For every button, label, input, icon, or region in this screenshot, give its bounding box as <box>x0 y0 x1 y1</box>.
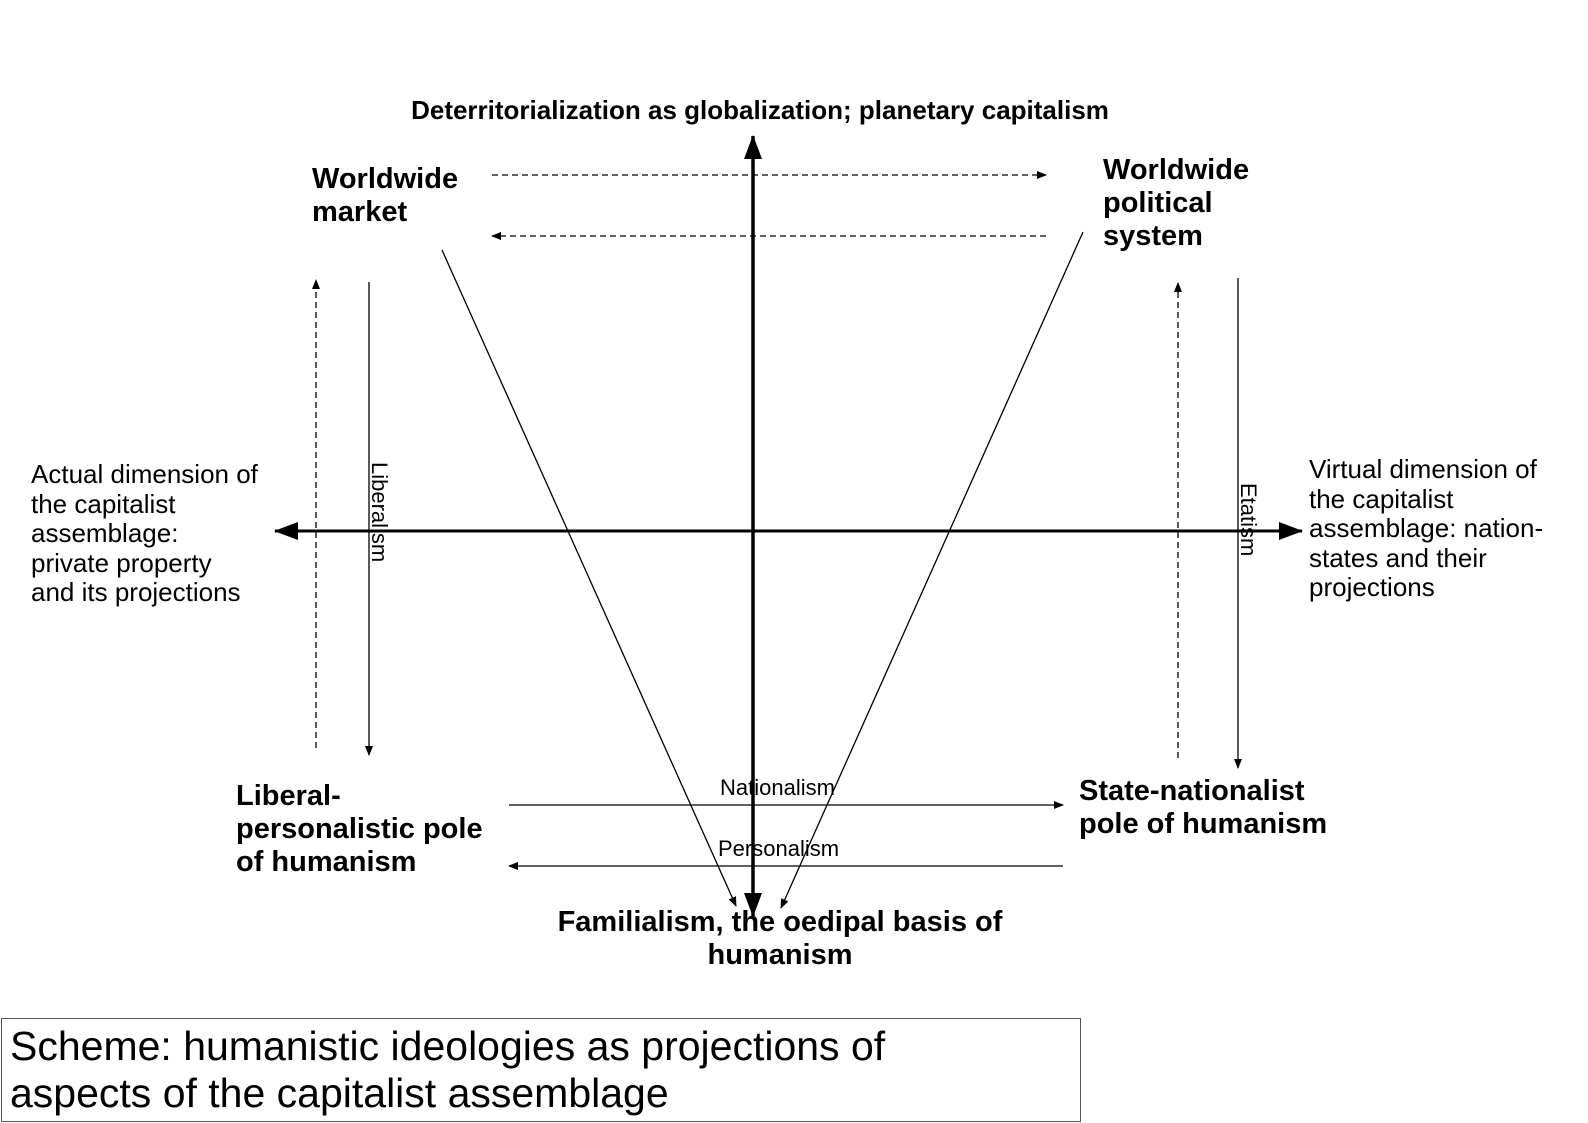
side-line: Virtual dimension of <box>1309 454 1537 484</box>
node-line: Worldwide <box>312 163 459 195</box>
node-line: political <box>1103 187 1213 219</box>
side-line: the capitalist <box>31 488 176 519</box>
node-worldwide-political-system: Worldwide political system <box>1103 154 1303 253</box>
node-line: personalistic pole <box>236 813 483 845</box>
node-state-nationalist-pole: State-nationalist pole of humanism <box>1079 775 1369 841</box>
arrow-label-personalism: Personalism <box>718 836 840 861</box>
side-line: projections <box>1309 572 1435 602</box>
diagonal-arrow-political-to-familialism <box>780 231 1084 909</box>
caption-line: Scheme: humanistic ideologies as project… <box>10 1023 886 1069</box>
arrow-label-nationalism: Nationalism <box>720 775 835 800</box>
caption-line: aspects of the capitalist assemblage <box>10 1070 669 1116</box>
arrow-label-etatism: Etatism <box>1236 483 1261 557</box>
side-line: assemblage: <box>31 518 179 548</box>
node-line: pole of humanism <box>1079 808 1328 840</box>
caption-box: Scheme: humanistic ideologies as project… <box>1 1018 1081 1122</box>
node-liberal-personalistic-pole: Liberal- personalistic pole of humanism <box>236 780 506 879</box>
side-line: states and their <box>1309 542 1487 573</box>
side-line: assemblage: nation- <box>1309 513 1544 543</box>
node-line: Worldwide <box>1103 154 1250 186</box>
node-line: system <box>1103 220 1203 252</box>
diagonal-arrow-market-to-familialism <box>441 249 737 907</box>
side-line: and its projections <box>31 577 241 607</box>
node-worldwide-market: Worldwide market <box>312 163 492 229</box>
caption-text: Scheme: humanistic ideologies as project… <box>10 1023 970 1117</box>
side-line: the capitalist <box>1309 483 1454 514</box>
node-line: of humanism <box>236 846 417 878</box>
arrow-label-liberalism: Liberalism <box>367 462 392 563</box>
label-actual-dimension: Actual dimension of the capitalist assem… <box>31 459 276 608</box>
top-axis-label: Deterritorialization as globalization; p… <box>411 95 1109 125</box>
node-line: State-nationalist <box>1079 775 1305 807</box>
node-line: humanism <box>707 939 853 971</box>
node-line: Familialism, the oedipal basis of <box>557 906 1003 938</box>
node-line: Liberal- <box>236 780 341 812</box>
node-familialism: Familialism, the oedipal basis of humani… <box>530 906 1030 972</box>
label-virtual-dimension: Virtual dimension of the capitalist asse… <box>1309 454 1569 603</box>
side-line: private property <box>31 547 212 578</box>
side-line: Actual dimension of <box>31 459 258 489</box>
node-line: market <box>312 196 408 228</box>
